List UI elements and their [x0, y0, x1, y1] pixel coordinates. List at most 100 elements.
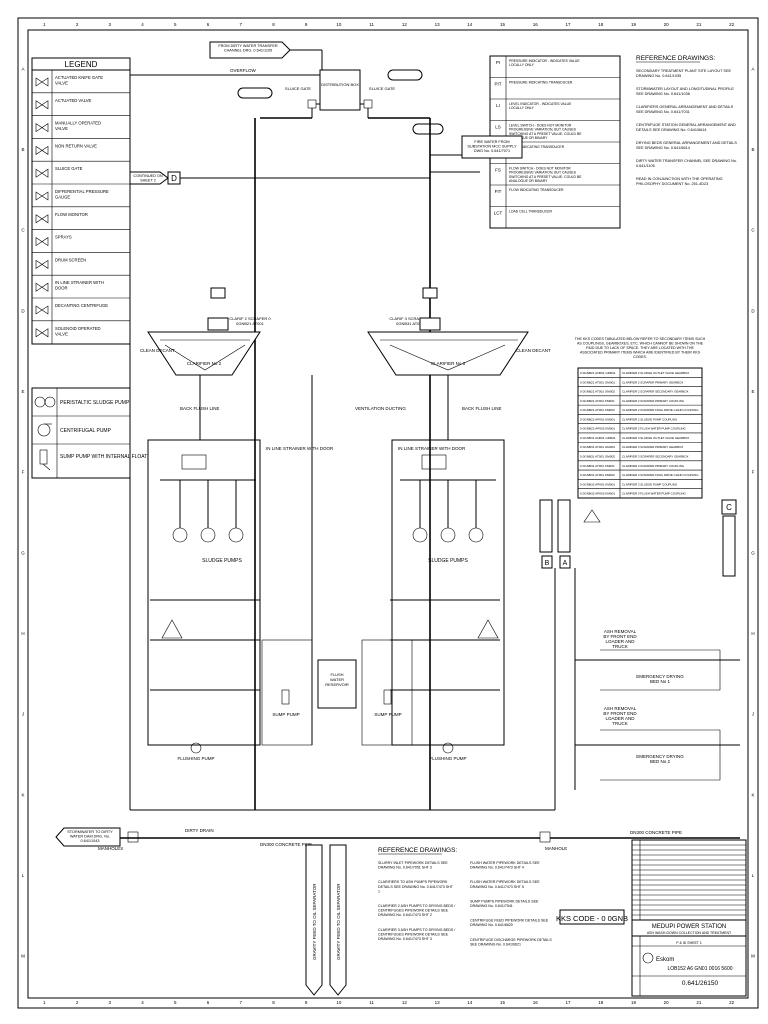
kks-code-cell: 0 0GNB31 AT001 GM002: [580, 455, 615, 459]
grid-label: 21: [696, 22, 702, 27]
grid-label: 14: [467, 22, 473, 27]
outer-frame: [17, 17, 759, 1009]
sludge-pump-icon: [440, 527, 456, 543]
chain-guard: [210, 287, 226, 299]
kks-desc-cell: CLARIFIER 3 SCRAPER PRIMARY GEARBOX: [622, 445, 683, 449]
kks-code-cell: 0 0GNB21 AT001 KM002: [580, 408, 615, 412]
station-name: MEDUPI POWER STATION: [652, 924, 726, 930]
connector-a: A: [563, 560, 568, 567]
kks-code-cell: 0 0GNB31 AT001 KM002: [580, 473, 615, 477]
grid-label: 4: [141, 1000, 144, 1005]
warning-triangle-icon: [161, 619, 183, 639]
pump-house-right: IN LINE STRAINER WITH DOOR SLUDGE PUMPS …: [390, 439, 505, 761]
grid-label: F: [22, 470, 25, 475]
grid-label: J: [22, 712, 24, 717]
sludge-pump-icon: [228, 527, 244, 543]
kks-desc-cell: CLARIFIER 3 SCRAPER FINAL DRIVE CHAIN CO…: [622, 473, 699, 477]
eskom-logo-icon: [642, 952, 654, 964]
sluice-gate-icon: [363, 99, 373, 109]
gravity-feed-arrow: [305, 844, 323, 996]
grid-label: 12: [402, 22, 408, 27]
kks-desc-cell: CLARIFIER 2 FLUSH WATER PUMP COUPLING: [622, 427, 686, 431]
kks-code-cell: 0 0GNB21 AN001 GM001: [580, 371, 616, 375]
connector-b: B: [545, 560, 550, 567]
sump-pump-icon: [39, 449, 51, 471]
grid-label: 9: [305, 1000, 308, 1005]
grid-label: 6: [207, 22, 210, 27]
grid-label: 20: [664, 22, 670, 27]
pump-house-left: IN LINE STRAINER WITH DOOR SLUDGE PUMPS …: [147, 439, 334, 761]
abbr-text: LOAD CELL TRANSDUCER: [509, 210, 553, 214]
kks-code: KKS CODE - 0 0GNB: [556, 914, 628, 923]
kks-desc-cell: CLARIFIER 2 SLUDGE OUTLET VALVE GEARBOX: [622, 371, 689, 375]
title-block: MEDUPI POWER STATION ASH WASH-DOWN COLLE…: [631, 839, 747, 997]
grid-label: 18: [598, 22, 604, 27]
kks-code-cell: 0 0GNB32 AP001 KM001: [580, 482, 615, 486]
kks-note: THE KKS CODES TABULATED BELOW REFER TO S…: [575, 337, 706, 359]
kks-code-cell: 0 0GNB22 AP002 KM001: [580, 427, 615, 431]
grid-label: 8: [272, 1000, 275, 1005]
abbr-code: LCT: [494, 211, 503, 216]
legend-item-label: DECANTING CENTRIFUGE: [55, 303, 108, 308]
backflush-label: BACK FLUSH LINE: [180, 406, 220, 411]
warning-triangle-icon: [477, 619, 499, 639]
grid-label: C: [21, 228, 25, 233]
kks-code-cell: 0 0GNB21 AT001 KM001: [580, 399, 615, 403]
legend-item-label: DRUM SCREEN: [55, 257, 86, 262]
manhole-icon: [539, 831, 551, 843]
strainer-icon: [181, 454, 207, 470]
grid-label: 8: [272, 22, 275, 27]
sludge-pump-icon: [412, 527, 428, 543]
dp-gauge-icon: [35, 191, 49, 201]
reference-item: CLARIFIER 3 ASH PUMPS TO DRYING BEDS /CE…: [378, 928, 455, 941]
grid-label: G: [21, 550, 25, 555]
manual-valve-icon: [35, 123, 49, 133]
reference-item: CENTRIFUGE STATION GENERAL ARRANGEMENT A…: [636, 123, 736, 132]
manhole-icon: [127, 831, 139, 843]
fire-water-box: [461, 135, 523, 159]
sludge-pump-icon: [200, 527, 216, 543]
scraper-drive: [419, 317, 441, 331]
legend-item-label: ACTUATED VALVE: [55, 98, 92, 103]
clean-decant-label: CLEAN DECANT: [516, 348, 551, 353]
gravity-feed-label: GRAVITY FEED TO OIL SEPARATOR: [312, 883, 317, 960]
sluice-gate-icon: [307, 99, 317, 109]
grid-label: 6: [207, 1000, 210, 1005]
dirty-drain-label: DIRTY DRAIN: [185, 828, 214, 833]
gravity-feed-label: GRAVITY FEED TO OIL SEPARATOR: [336, 883, 341, 960]
grid-label: C: [751, 228, 755, 233]
reference-item: CLARIFIER 2 ASH PUMPS TO DRYING BEDS /CE…: [378, 904, 455, 917]
abbr-text: LEVEL INDICATING TRANSDUCER: [509, 145, 565, 149]
kks-desc-cell: CLARIFIER 2 SLUDGE PUMP COUPLING: [622, 417, 678, 421]
kks-desc-cell: CLARIFIER 3 SCRAPER SECONDARY GEARBOX: [622, 455, 688, 459]
grid-label: 10: [336, 22, 342, 27]
chain-guard: [422, 287, 438, 299]
drum-screen-icon: [35, 259, 49, 269]
reference-item: SECONDARY TREATMENT PLANT SITE LAYOUT SE…: [636, 69, 731, 78]
strainer-icon: [421, 454, 447, 470]
scraper-drive: [207, 317, 229, 331]
grid-label: F: [752, 470, 755, 475]
pump-legend-label: PERISTALTIC SLUDGE PUMP: [60, 400, 130, 406]
pipe-label: DN300 CONCRETE PIPE: [630, 830, 682, 835]
kks-desc-cell: CLARIFIER 3 SCRAPER PRIMARY COUPLING: [622, 464, 685, 468]
connector-tags: B A C: [539, 499, 737, 577]
grid-label: L: [22, 873, 25, 878]
grid-label: 2: [76, 22, 79, 27]
grid-label: 11: [369, 22, 374, 27]
